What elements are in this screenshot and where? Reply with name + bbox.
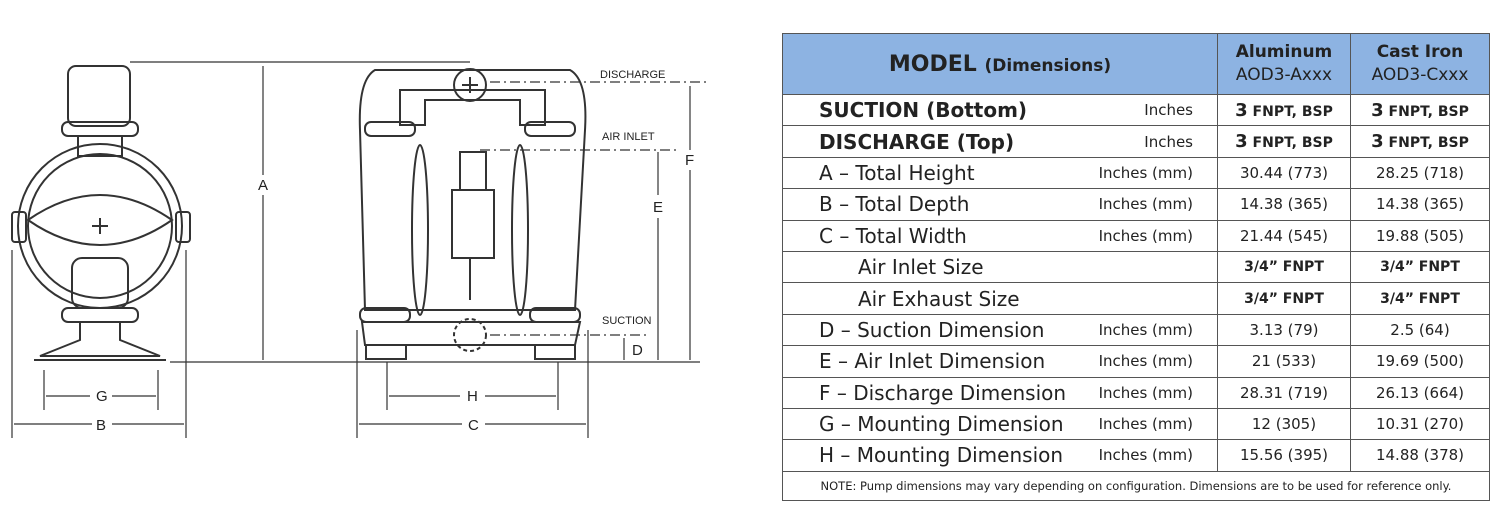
row-unit: Inches (mm)	[1073, 188, 1218, 221]
aluminum-value: 3/4” FNPT	[1217, 282, 1351, 315]
aluminum-value: 28.31 (719)	[1217, 376, 1351, 409]
dim-label-g: G	[96, 388, 108, 405]
cast-iron-value: 26.13 (664)	[1350, 376, 1490, 409]
aluminum-value: 3.13 (79)	[1217, 313, 1351, 347]
pump-side-view	[11, 65, 191, 361]
row-unit	[1073, 250, 1218, 284]
aluminum-header: Aluminum AOD3-Axxx	[1217, 33, 1351, 95]
row-label: SUCTION (Bottom)	[782, 93, 1073, 127]
cast-iron-value: 19.69 (500)	[1350, 345, 1490, 378]
cast-iron-value: 28.25 (718)	[1350, 156, 1490, 190]
aluminum-header-material: Aluminum	[1235, 42, 1333, 62]
row-label: DISCHARGE (Top)	[782, 125, 1073, 158]
cast-iron-value: 14.88 (378)	[1350, 439, 1490, 472]
row-unit: Inches	[1073, 93, 1218, 127]
aluminum-value: 3/4” FNPT	[1217, 250, 1351, 284]
model-header-title: MODEL	[888, 51, 977, 77]
table-header-row: MODEL (Dimensions) Aluminum AOD3-Axxx Ca…	[782, 33, 1490, 95]
pump-front-view	[358, 68, 587, 360]
dim-label-b: B	[96, 417, 106, 434]
row-unit: Inches	[1073, 125, 1218, 158]
row-unit: Inches (mm)	[1073, 219, 1218, 252]
row-unit: Inches (mm)	[1073, 407, 1218, 441]
cast-iron-value: 14.38 (365)	[1350, 188, 1490, 221]
connection-type: FNPT, BSP	[1388, 103, 1469, 120]
aluminum-value: 30.44 (773)	[1217, 156, 1351, 190]
connection-type: FNPT, BSP	[1252, 135, 1333, 152]
row-label: C – Total Width	[782, 219, 1073, 252]
dimensions-table: MODEL (Dimensions) Aluminum AOD3-Axxx Ca…	[782, 33, 1490, 501]
row-unit: Inches (mm)	[1073, 345, 1218, 378]
cast-iron-header: Cast Iron AOD3-Cxxx	[1350, 33, 1490, 95]
cast-iron-value: 3/4” FNPT	[1350, 250, 1490, 284]
row-unit: Inches (mm)	[1073, 376, 1218, 409]
connection-type: FNPT, BSP	[1388, 135, 1469, 152]
aluminum-value: 14.38 (365)	[1217, 188, 1351, 221]
row-label: D – Suction Dimension	[782, 313, 1073, 347]
pump-dimension-drawing: A B C D E F G H DISCHARGE AIR INLET SUCT…	[11, 61, 710, 438]
cast-iron-header-model: AOD3-Cxxx	[1371, 65, 1469, 85]
dim-label-a: A	[258, 177, 268, 194]
row-unit	[1073, 282, 1218, 315]
aluminum-header-model: AOD3-Axxx	[1235, 65, 1333, 85]
dim-label-h: H	[467, 388, 478, 405]
cast-iron-value: 3 FNPT, BSP	[1350, 125, 1490, 158]
aluminum-value: 3 FNPT, BSP	[1217, 125, 1351, 158]
size-number: 3	[1235, 131, 1248, 153]
connection-type: FNPT, BSP	[1252, 103, 1333, 120]
row-label: G – Mounting Dimension	[782, 407, 1073, 441]
cast-iron-value: 2.5 (64)	[1350, 313, 1490, 347]
row-label: A – Total Height	[782, 156, 1073, 190]
table-note: NOTE: Pump dimensions may vary depending…	[782, 470, 1490, 501]
row-label: F – Discharge Dimension	[782, 376, 1073, 409]
row-unit: Inches (mm)	[1073, 313, 1218, 347]
row-unit: Inches (mm)	[1073, 439, 1218, 472]
row-label: Air Exhaust Size	[782, 282, 1073, 315]
cast-iron-value: 10.31 (270)	[1350, 407, 1490, 441]
row-label: B – Total Depth	[782, 188, 1073, 221]
aluminum-value: 12 (305)	[1217, 407, 1351, 441]
row-label: H – Mounting Dimension	[782, 439, 1073, 472]
callout-suction: SUCTION	[602, 315, 652, 327]
row-label: Air Inlet Size	[782, 250, 1073, 284]
cast-iron-value: 19.88 (505)	[1350, 219, 1490, 252]
callout-air-inlet: AIR INLET	[602, 131, 655, 143]
size-number: 3	[1371, 99, 1384, 121]
dim-label-e: E	[653, 199, 663, 216]
model-header-subtitle: (Dimensions)	[984, 55, 1112, 76]
row-label: E – Air Inlet Dimension	[782, 345, 1073, 378]
dim-label-c: C	[468, 417, 479, 434]
aluminum-value: 21.44 (545)	[1217, 219, 1351, 252]
dim-label-f: F	[685, 152, 694, 169]
size-number: 3	[1371, 131, 1384, 153]
cast-iron-value: 3 FNPT, BSP	[1350, 93, 1490, 127]
dim-label-d: D	[632, 342, 643, 359]
row-unit: Inches (mm)	[1073, 156, 1218, 190]
dimension-lines	[11, 61, 710, 438]
aluminum-value: 15.56 (395)	[1217, 439, 1351, 472]
callout-discharge: DISCHARGE	[600, 69, 665, 81]
cast-iron-header-material: Cast Iron	[1376, 42, 1464, 62]
size-number: 3	[1235, 99, 1248, 121]
cast-iron-value: 3/4” FNPT	[1350, 282, 1490, 315]
model-header: MODEL (Dimensions)	[782, 33, 1218, 95]
aluminum-value: 3 FNPT, BSP	[1217, 93, 1351, 127]
aluminum-value: 21 (533)	[1217, 345, 1351, 378]
